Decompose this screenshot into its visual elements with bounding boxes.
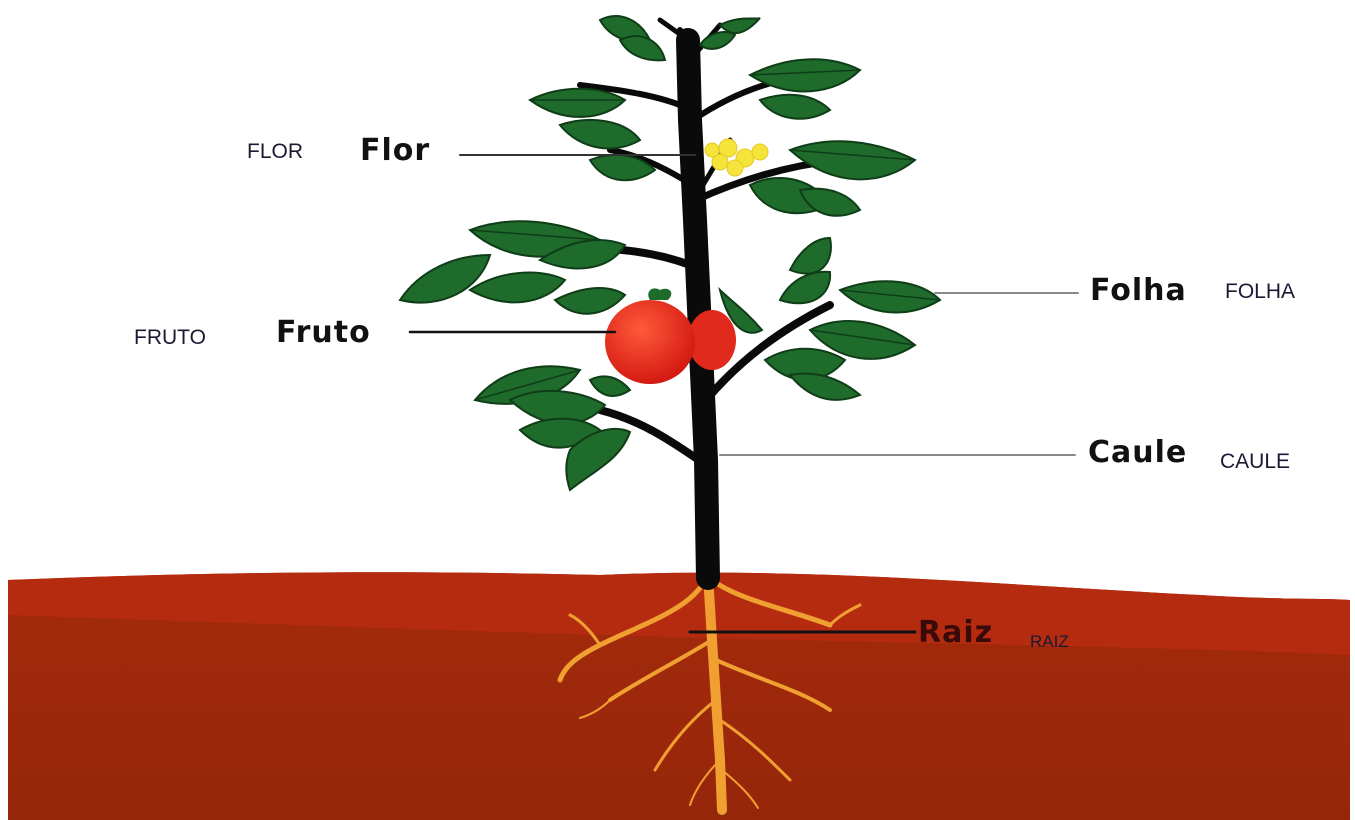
raiz-label-print: RAIZ (1030, 632, 1069, 652)
leaves (400, 16, 940, 490)
flor-label-print: FLOR (247, 140, 303, 164)
caule-label-print: CAULE (1220, 450, 1290, 474)
folha-label-print: FOLHA (1225, 280, 1295, 304)
caule-label-hand: Caule (1088, 435, 1187, 470)
fruto-label-hand: Fruto (276, 315, 371, 350)
folha-label-hand: Folha (1090, 273, 1187, 308)
fruto-label-print: FRUTO (134, 326, 206, 350)
fruit (605, 288, 736, 384)
raiz-label-hand: Raiz (918, 615, 993, 650)
flor-label-hand: Flor (360, 133, 430, 168)
